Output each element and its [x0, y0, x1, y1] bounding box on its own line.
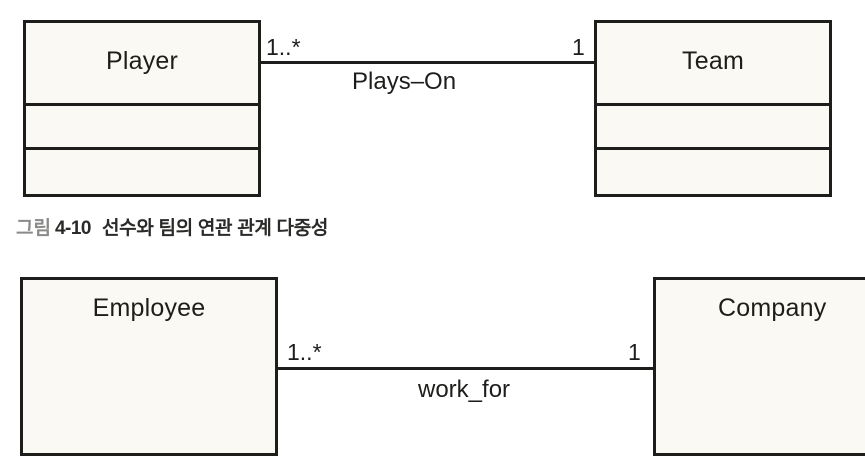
uml-class-company-name: Company [718, 294, 827, 322]
uml-class-player-name-compartment: Player [26, 23, 258, 103]
figure-caption: 그림 4-10 선수와 팀의 연관 관계 다중성 [16, 219, 328, 238]
uml-class-company[interactable]: Company [653, 277, 865, 456]
uml-class-team-name: Team [682, 46, 744, 75]
uml-class-player-name: Player [105, 46, 179, 75]
uml-class-company-name-compartment: Company [656, 280, 865, 453]
multiplicity-company-end: 1 [628, 339, 641, 365]
uml-class-player-attributes-compartment [26, 103, 258, 147]
uml-class-team[interactable]: Team [594, 20, 832, 197]
uml-class-employee-name-compartment: Employee [23, 280, 275, 453]
uml-class-employee-name: Employee [92, 294, 206, 322]
uml-class-player-operations-compartment [26, 147, 258, 194]
association-line-plays-on [259, 61, 597, 64]
uml-class-team-operations-compartment [597, 147, 829, 194]
uml-class-team-name-compartment: Team [597, 23, 829, 103]
figure-caption-text: 선수와 팀의 연관 관계 다중성 [102, 218, 329, 239]
uml-class-employee[interactable]: Employee [20, 277, 278, 456]
uml-class-team-attributes-compartment [597, 103, 829, 147]
association-label-plays-on: Plays–On [352, 68, 457, 95]
association-label-work-for: work_for [418, 376, 511, 403]
association-line-work-for [276, 367, 656, 370]
figure-caption-word: 그림 [16, 218, 51, 239]
multiplicity-player-end: 1..* [266, 34, 301, 60]
multiplicity-employee-end: 1..* [287, 339, 322, 365]
multiplicity-team-end: 1 [572, 34, 585, 60]
uml-class-player[interactable]: Player [23, 20, 261, 197]
figure-caption-number: 4-10 [54, 218, 92, 239]
